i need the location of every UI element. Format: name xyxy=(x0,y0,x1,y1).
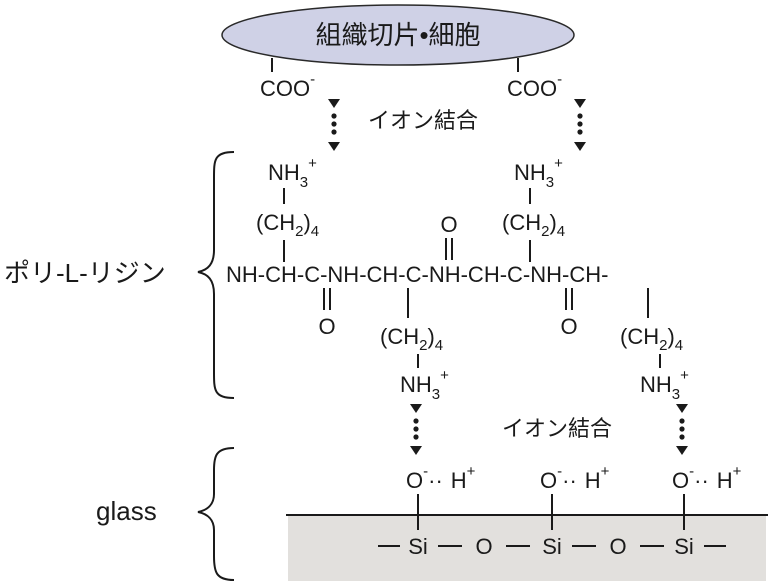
carbonyl-o-bottom-1: O xyxy=(318,314,335,339)
side-chain-bottom-right: (CH2)4 xyxy=(620,324,683,354)
carbonyl-o-top-1: O xyxy=(440,212,457,237)
ionic-bond-arrow-top-right xyxy=(574,99,586,151)
ionic-bond-arrow-bottom-left xyxy=(410,404,422,455)
silicon-3: Si xyxy=(674,534,694,559)
carboxylate-left-charge: - xyxy=(310,71,315,88)
amine-top-left: NH3+ xyxy=(268,155,317,191)
ionic-bond-label-top: イオン結合 xyxy=(368,108,478,133)
carboxylate-right: COO- xyxy=(507,71,562,101)
carbonyl-o-bottom-2: O xyxy=(560,314,577,339)
poly-l-lysine-label: ポリ-L-リジン xyxy=(4,258,166,288)
amine-bottom-right: NH3+ xyxy=(640,367,689,403)
amine-top-right: NH3+ xyxy=(514,155,563,191)
side-chain-top-left: (CH2)4 xyxy=(256,210,319,240)
glass-surface xyxy=(288,515,766,581)
poly-l-lysine-brace xyxy=(197,151,235,399)
side-chain-bottom-left: (CH2)4 xyxy=(380,324,443,354)
glass-label: glass xyxy=(96,496,157,526)
amine-bottom-left: NH3+ xyxy=(400,367,449,403)
ionic-bond-label-bottom: イオン結合 xyxy=(502,416,612,441)
cell-label: 組織切片•細胞 xyxy=(315,20,480,50)
side-chain-top-right: (CH2)4 xyxy=(502,210,565,240)
silanol-3: O-··H+ xyxy=(672,463,742,493)
carboxylate-right-charge: - xyxy=(557,71,562,88)
carboxylate-left-base: COO xyxy=(260,76,310,101)
carboxylate-left: COO- xyxy=(260,71,315,101)
silicon-1: Si xyxy=(408,534,428,559)
backbone-chain: NH-CH-C-NH-CH-C-NH-CH-C-NH-CH- xyxy=(226,262,608,287)
bridge-oxygen-2: O xyxy=(609,534,626,559)
silanol-2: O-··H+ xyxy=(540,463,610,493)
glass-brace xyxy=(197,447,235,581)
bridge-oxygen-1: O xyxy=(475,534,492,559)
silicon-2: Si xyxy=(542,534,562,559)
silanol-1: O-··H+ xyxy=(406,463,476,493)
ionic-bond-arrow-top-left xyxy=(328,99,340,151)
carboxylate-right-base: COO xyxy=(507,76,557,101)
cell-ellipse xyxy=(221,4,575,66)
ionic-bond-arrow-bottom-right xyxy=(676,404,688,455)
